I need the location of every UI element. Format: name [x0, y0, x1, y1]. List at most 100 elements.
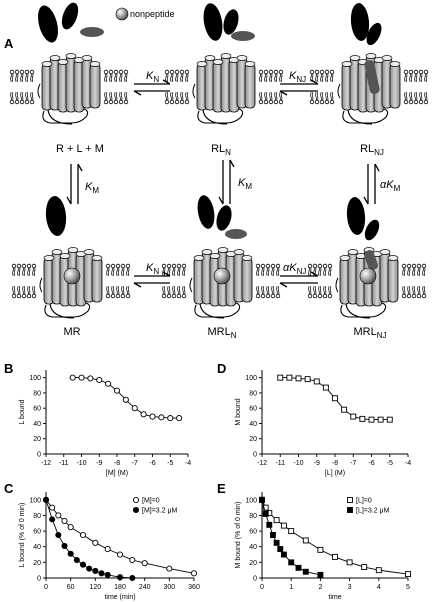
- data-point: [280, 551, 287, 558]
- equilibrium-arrow-alpha-knj-bottom: αKNJ: [279, 262, 319, 288]
- data-point: [313, 378, 320, 385]
- data-point: [158, 414, 165, 421]
- data-point: [262, 504, 269, 511]
- data-point: [49, 516, 56, 523]
- ligand-shape: [223, 9, 239, 35]
- data-point: [368, 416, 375, 423]
- state-r-l-m-label: R + L + M: [56, 143, 104, 155]
- data-point: [341, 406, 348, 413]
- data-point: [67, 550, 74, 557]
- x-tick-label: 5: [406, 584, 410, 591]
- data-point: [116, 551, 124, 558]
- data-point: [116, 574, 124, 581]
- data-point: [295, 564, 302, 571]
- y-tick-label: 20: [249, 436, 257, 443]
- y-tick-label: 0: [37, 452, 41, 459]
- data-point: [405, 571, 411, 578]
- data-point: [288, 528, 295, 535]
- data-point: [79, 531, 87, 539]
- data-point: [140, 411, 147, 418]
- data-point: [55, 531, 62, 539]
- ligand-shape: [203, 3, 223, 41]
- data-point: [266, 521, 273, 528]
- panel-letter-a: A: [4, 36, 14, 51]
- y-tick-label: 40: [33, 421, 41, 428]
- y-tick-label: 20: [33, 560, 41, 567]
- legend-label: [L]=0: [356, 498, 372, 505]
- legend-label: [M]=3.2 μM: [142, 508, 178, 515]
- state-mrl-nj-label: MRLNJ: [353, 326, 386, 340]
- nonpeptide-label: nonpeptide: [130, 9, 175, 19]
- data-point: [350, 413, 357, 420]
- y-tick-label: 100: [245, 497, 257, 504]
- data-point: [122, 396, 129, 403]
- data-point: [322, 384, 329, 391]
- data-point: [375, 567, 382, 574]
- y-axis-label: L bound: [19, 399, 26, 424]
- data-point: [55, 512, 62, 519]
- x-tick-label: -9: [96, 460, 102, 467]
- equilibrium-arrow-knj-top: KNJ: [279, 70, 319, 96]
- data-point: [49, 504, 56, 511]
- y-axis-label: M bound (% of 0 min): [235, 502, 242, 569]
- x-tick-label: -5: [387, 460, 393, 467]
- x-tick-label: -4: [405, 460, 411, 467]
- x-tick-label: -7: [350, 460, 356, 467]
- legend-label: [L]=3.2 μM: [356, 508, 390, 515]
- data-point: [61, 517, 68, 524]
- constant-k-nj: KNJ: [289, 70, 306, 84]
- data-point: [131, 405, 138, 412]
- ligand-shape: [366, 22, 382, 46]
- constant-k-m: KM: [85, 181, 99, 195]
- nonpeptide-sphere: [115, 7, 129, 21]
- y-tick-label: 80: [249, 390, 257, 397]
- y-tick-label: 60: [249, 529, 257, 536]
- y-tick-label: 60: [249, 406, 257, 413]
- x-tick-label: -9: [314, 460, 320, 467]
- y-tick-label: 0: [37, 576, 41, 583]
- axis-line: [261, 370, 408, 455]
- axis-line: [45, 370, 188, 455]
- ligand-tail: [225, 229, 247, 239]
- data-point: [302, 568, 309, 575]
- state-r-l-m: nonpeptide: [10, 2, 175, 124]
- ligand-tail: [80, 27, 104, 37]
- data-point: [61, 542, 68, 549]
- x-tick-label: 240: [139, 584, 151, 591]
- state-rl-nj: [310, 3, 428, 124]
- data-point: [288, 559, 295, 566]
- y-tick-label: 0: [253, 452, 257, 459]
- nonpeptide-sphere: [359, 267, 377, 285]
- x-tick-label: 360: [188, 584, 200, 591]
- constant-k-m: KM: [238, 177, 252, 191]
- data-point: [166, 565, 173, 572]
- equilibrium-arrow-km-middle: KM: [218, 159, 252, 205]
- data-point: [317, 571, 324, 578]
- constant-alpha-k-nj: αKNJ: [283, 262, 306, 276]
- ligand-tail: [231, 31, 255, 41]
- ligand-tail: [364, 250, 378, 270]
- y-tick-label: 100: [245, 375, 257, 382]
- y-tick-label: 0: [253, 576, 257, 583]
- state-rl-n-label: RLN: [211, 143, 231, 157]
- panel-letter-e: E: [217, 481, 226, 496]
- data-point: [87, 375, 94, 382]
- state-mr: [12, 196, 130, 318]
- y-tick-label: 40: [249, 421, 257, 428]
- data-point: [259, 496, 265, 503]
- y-tick-label: 20: [249, 560, 257, 567]
- data-point: [386, 416, 393, 423]
- legend-label: [M]=0: [142, 498, 160, 505]
- axis-line: [261, 492, 408, 579]
- data-point: [176, 415, 183, 422]
- x-axis-label: time (min): [104, 594, 135, 601]
- data-point: [67, 524, 74, 531]
- x-tick-label: 120: [89, 584, 101, 591]
- constant-k-n: KN: [146, 262, 159, 276]
- data-point: [302, 537, 309, 544]
